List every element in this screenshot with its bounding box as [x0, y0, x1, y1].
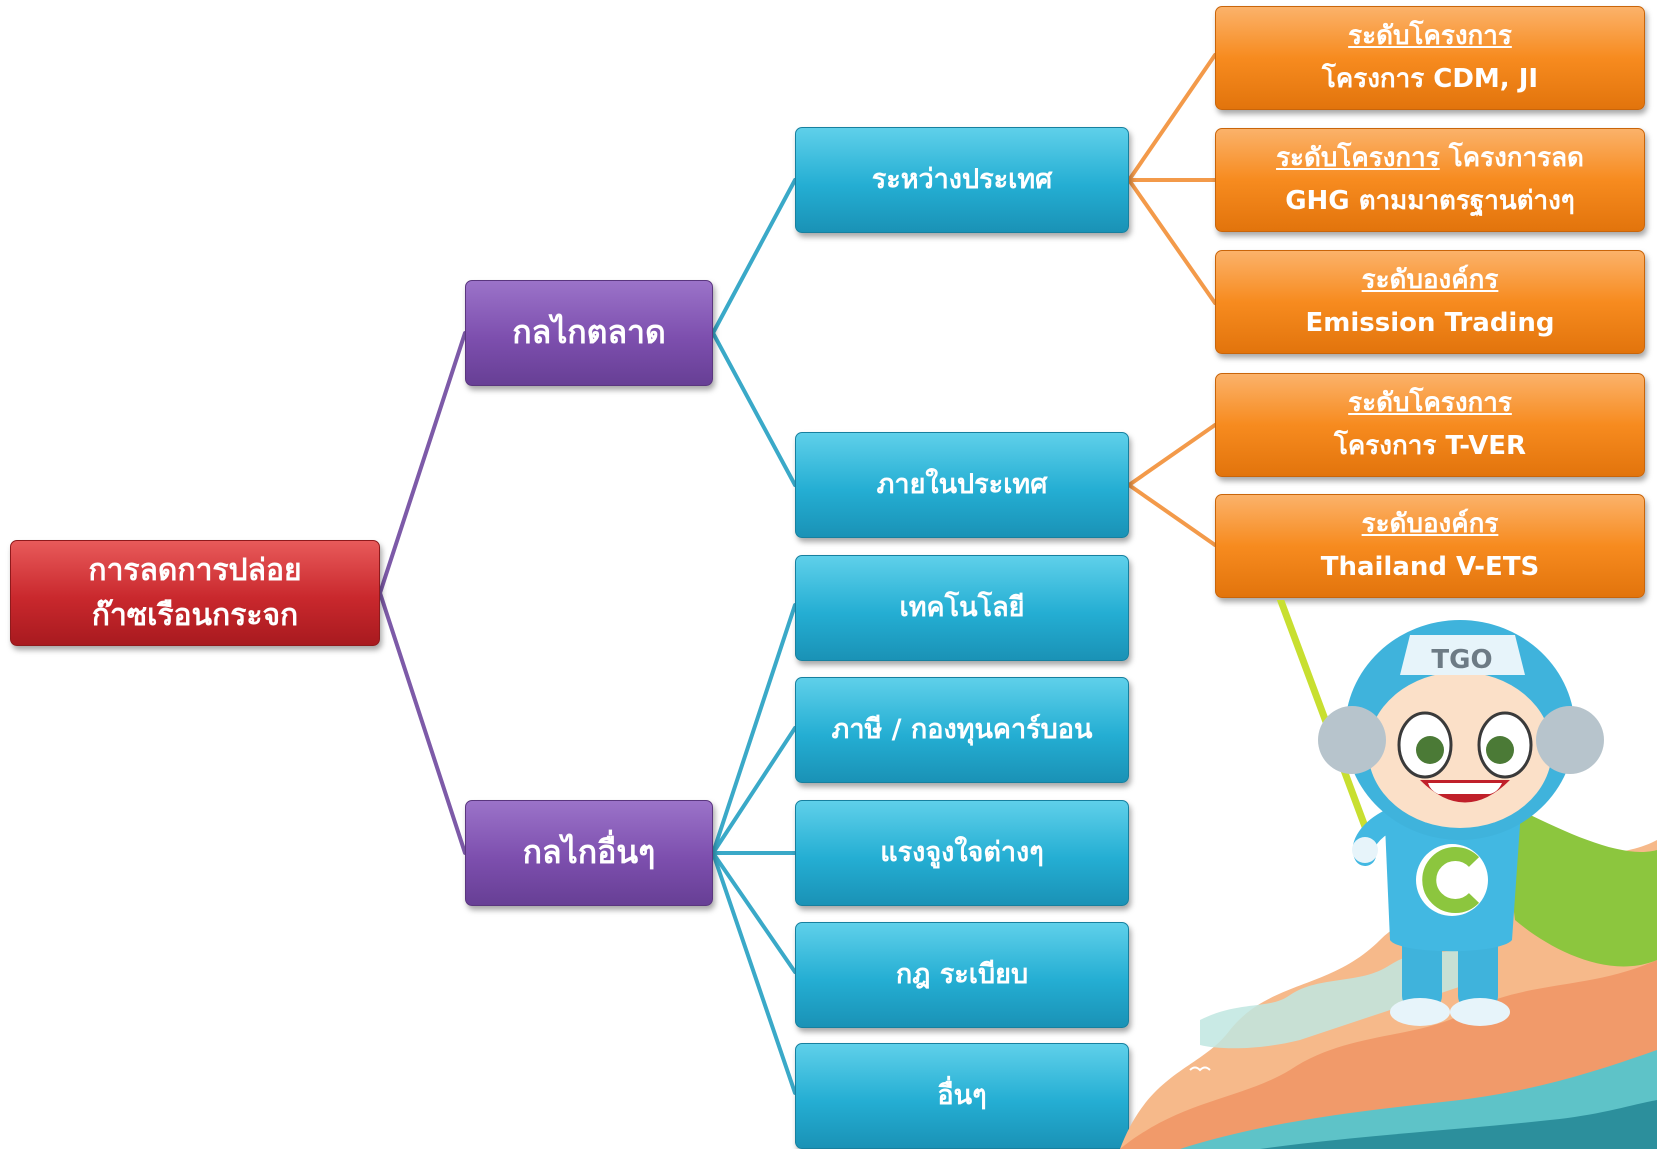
node-project-ghg-standards: ระดับโครงการ โครงการลด GHG ตามมาตรฐานต่า… [1215, 128, 1645, 232]
node-regulations-label: กฎ ระเบียบ [895, 959, 1029, 991]
node-other-mechanism-label: กลไกอื่นๆ [522, 833, 656, 872]
mascot-face [1368, 672, 1552, 828]
node-incentives: แรงจูงใจต่างๆ [795, 800, 1129, 906]
connector-market-domestic [711, 331, 797, 487]
node-technology-label: เทคโนโลยี [899, 592, 1025, 624]
node-technology: เทคโนโลยี [795, 555, 1129, 661]
connector-intl-emission [1127, 178, 1217, 305]
cape-shape [1500, 800, 1657, 967]
mascot-boot [1450, 998, 1510, 1026]
bird-icon [1189, 1066, 1211, 1072]
node-org-emission-heading: ระดับองค์กร [1361, 265, 1499, 296]
mascot-pupil-left [1416, 736, 1444, 764]
root-node-ghg-reduction: การลดการปล่อย ก๊าซเรือนกระจก [10, 540, 380, 646]
node-domestic: ภายในประเทศ [795, 432, 1129, 538]
root-node-line2: ก๊าซเรือนกระจก [91, 598, 299, 633]
node-project-tver: ระดับโครงการ โครงการ T-VER [1215, 373, 1645, 477]
node-org-vets-text: Thailand V-ETS [1320, 552, 1540, 582]
tgo-badge-text: TGO [1431, 645, 1492, 675]
node-project-tver-text: โครงการ T-VER [1333, 431, 1527, 461]
node-incentives-label: แรงจูงใจต่างๆ [880, 837, 1044, 869]
node-international: ระหว่างประเทศ [795, 127, 1129, 233]
connector-other-tax [711, 726, 797, 855]
connector-other-regulation [711, 851, 797, 974]
tgo-mascot-illustration: TGO [1120, 600, 1657, 1149]
connector-other-misc [711, 851, 797, 1095]
node-org-thailand-vets: ระดับองค์กร Thailand V-ETS [1215, 494, 1645, 598]
node-domestic-label: ภายในประเทศ [876, 469, 1048, 501]
node-project-cdm-ji: ระดับโครงการ โครงการ CDM, JI [1215, 6, 1645, 110]
node-project-ghg-heading: ระดับโครงการ [1276, 143, 1440, 174]
node-org-emission-trading: ระดับองค์กร Emission Trading [1215, 250, 1645, 354]
mascot-hand [1352, 837, 1378, 863]
node-regulations: กฎ ระเบียบ [795, 922, 1129, 1028]
connector-dom-vets [1127, 483, 1217, 547]
node-market-mechanism-label: กลไกตลาด [512, 313, 666, 352]
carbon-c-letter [1422, 847, 1480, 913]
connector-root-other [378, 591, 467, 855]
node-other-mechanism: กลไกอื่นๆ [465, 800, 713, 906]
connector-dom-tver [1127, 423, 1217, 487]
connector-intl-cdm [1127, 53, 1217, 182]
headphone-left [1318, 706, 1386, 774]
node-project-cdm-ji-heading: ระดับโครงการ [1348, 21, 1512, 52]
headphone-right [1536, 706, 1604, 774]
node-others-label: อื่นๆ [937, 1080, 987, 1112]
wave-shape [1260, 1100, 1657, 1149]
helmet-crest [1400, 635, 1525, 675]
node-project-cdm-ji-text: โครงการ CDM, JI [1321, 64, 1539, 94]
node-carbon-tax-fund: ภาษี / กองทุนคาร์บอน [795, 677, 1129, 783]
node-org-emission-text: Emission Trading [1305, 308, 1555, 338]
mascot-teeth [1428, 783, 1502, 794]
node-project-ghg-text: GHG ตามมาตรฐานต่างๆ [1285, 186, 1575, 216]
pointer-stick [1276, 600, 1374, 844]
node-others: อื่นๆ [795, 1043, 1129, 1149]
mascot-boot [1390, 998, 1450, 1026]
node-project-tver-heading: ระดับโครงการ [1348, 388, 1512, 419]
connector-market-international [711, 178, 797, 335]
connector-root-market [378, 331, 467, 595]
connector-other-tech [711, 603, 797, 855]
root-node-line1: การลดการปล่อย [88, 553, 302, 588]
node-market-mechanism: กลไกตลาด [465, 280, 713, 386]
node-project-ghg-inline: โครงการลด [1448, 143, 1584, 174]
mascot-pupil-right [1486, 736, 1514, 764]
node-carbon-tax-fund-label: ภาษี / กองทุนคาร์บอน [831, 714, 1093, 746]
node-org-vets-heading: ระดับองค์กร [1361, 509, 1499, 540]
node-international-label: ระหว่างประเทศ [871, 164, 1053, 196]
bird-icon [1159, 1048, 1185, 1054]
